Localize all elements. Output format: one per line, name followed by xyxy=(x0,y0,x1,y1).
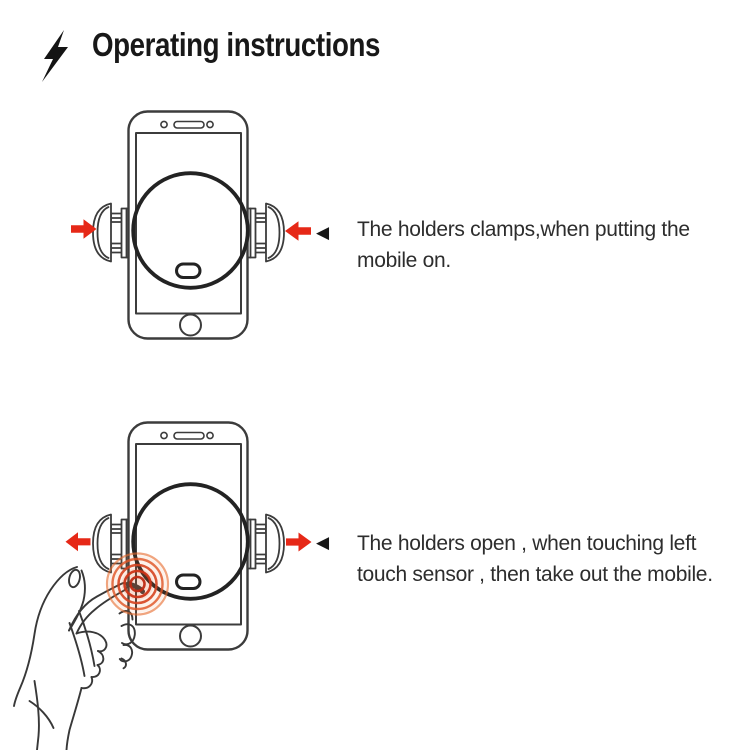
arrow-outward-left xyxy=(65,532,91,552)
step-2-bullet-triangle-icon: ◀ xyxy=(316,533,330,552)
lightning-icon xyxy=(42,30,68,82)
step-1-caption-line-2: mobile on. xyxy=(357,249,451,272)
diagram-step-2 xyxy=(13,420,312,750)
phone-in-holder-2 xyxy=(91,420,286,652)
step-2-caption: The holders open , when touching left to… xyxy=(357,528,713,590)
step-2-caption-line-1: The holders open , when touching left xyxy=(357,532,697,555)
step-1-caption-line-1: The holders clamps,when putting the xyxy=(357,218,690,241)
touch-ripple xyxy=(105,552,170,616)
step-1-bullet-triangle-icon: ◀ xyxy=(316,223,330,242)
page-title: Operating instructions xyxy=(92,26,381,63)
arrow-outward-right xyxy=(286,532,312,552)
fingernail xyxy=(68,568,81,589)
step-1-caption: The holders clamps,when putting the mobi… xyxy=(357,214,690,276)
phone-in-holder-1 xyxy=(91,109,286,341)
step-2-caption-line-2: touch sensor , then take out the mobile. xyxy=(357,563,713,586)
hand-touching-sensor xyxy=(13,566,145,750)
diagram-step-1 xyxy=(71,109,311,341)
arrow-inward-right xyxy=(285,221,311,241)
arrow-inward-left xyxy=(71,219,97,239)
